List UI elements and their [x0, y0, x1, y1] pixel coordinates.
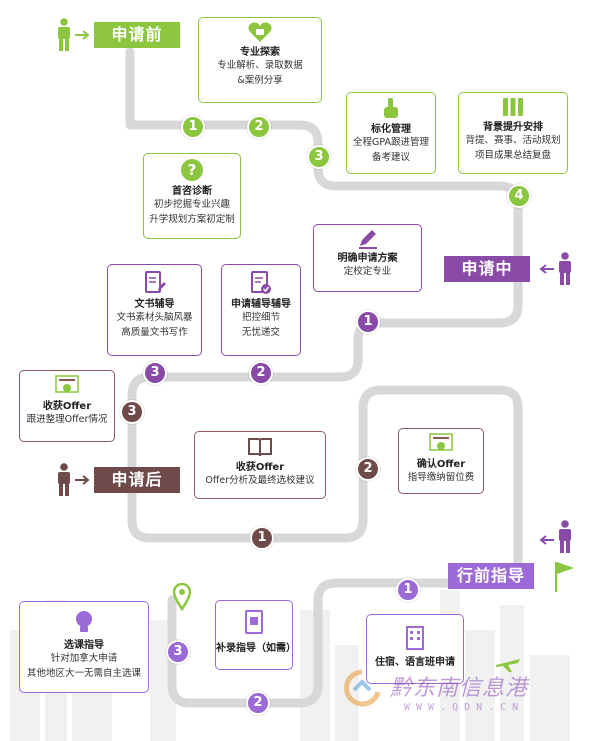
card-course-selection: 选课指导 针对加拿大申请 其他地区大一无需自主选课	[19, 601, 149, 693]
card-line: 文书素材头脑风暴	[116, 312, 193, 323]
heart-bag-icon	[248, 22, 272, 42]
card-background-enhancement: 背景提升安排 背提、赛事、活动规划 项目成果总结复盘	[458, 92, 568, 174]
step-badge-during-1: 1	[356, 310, 380, 334]
step-badge-after-3: 3	[120, 400, 144, 424]
step-badge-before-1: 1	[181, 115, 205, 139]
step-badge-during-3: 3	[143, 361, 167, 385]
watermark-logo	[344, 669, 381, 707]
card-line: 跟进整理Offer情况	[26, 414, 108, 425]
form-icon	[245, 610, 263, 634]
person-icon	[58, 18, 70, 51]
card-standardized-tests: 标化管理 全程GPA跟进管理 备考建议	[346, 92, 436, 174]
arrow-left-icon	[539, 264, 554, 274]
card-line: 初步挖掘专业兴趣	[153, 199, 230, 210]
step-badge-predeparture-3: 3	[166, 640, 190, 664]
card-line: 专业解析、录取数据	[217, 60, 303, 71]
card-line: 高质量文书写作	[121, 327, 188, 338]
card-essay-guidance: 文书辅导 文书素材头脑风暴 高质量文书写作	[107, 264, 202, 356]
stage-label-predeparture: 行前指导	[448, 563, 534, 589]
flag-icon	[555, 562, 574, 592]
card-title: 选课指导	[64, 640, 104, 651]
card-title: 确认Offer	[416, 459, 466, 470]
card-application-plan: 明确申请方案 定校定专业	[313, 224, 422, 292]
pen-icon	[358, 230, 377, 249]
building-icon	[406, 626, 424, 650]
card-receive-offer-analysis: 收获Offer Offer分析及最终选校建议	[194, 431, 326, 499]
document-pen-icon	[144, 271, 166, 293]
card-receive-offer-followup: 收获Offer 跟进整理Offer情况	[19, 370, 115, 442]
card-line: 项目成果总结复盘	[474, 150, 551, 161]
person-icon	[559, 252, 571, 285]
arrow-left-icon	[539, 535, 554, 545]
card-line: 针对加拿大申请	[50, 653, 118, 664]
card-line: 指导缴纳留位费	[407, 472, 475, 483]
card-title: 明确申请方案	[337, 253, 398, 264]
binders-icon	[503, 98, 523, 116]
step-badge-predeparture-1: 1	[396, 578, 420, 602]
card-initial-consultation: ? 首咨诊断 初步挖掘专业兴趣 升学规划方案初定制	[143, 153, 241, 239]
arrow-right-icon	[75, 475, 90, 485]
card-confirm-offer: 确认Offer 指导缴纳留位费	[398, 428, 484, 494]
card-title: 补录指导（如需）	[216, 643, 296, 654]
step-badge-during-2: 2	[249, 361, 273, 385]
card-line: 其他地区大一无需自主选课	[26, 668, 141, 679]
person-icon	[58, 463, 70, 496]
checklist-icon	[251, 271, 271, 294]
bulb-icon	[76, 611, 92, 632]
certificate-icon	[429, 433, 453, 451]
card-line: 无忧递交	[241, 327, 280, 338]
step-badge-after-1: 1	[250, 526, 274, 550]
card-application-guidance: 申请辅导辅导 把控细节 无忧递交	[221, 264, 301, 356]
card-accommodation-language: 住宿、语言班申请	[366, 614, 464, 684]
step-badge-before-2: 2	[247, 115, 271, 139]
card-title: 专业探索	[240, 47, 280, 58]
arrow-right-icon	[75, 30, 90, 40]
watermark-text: 黔东南信息港	[390, 676, 529, 701]
card-supplementary-admission: 补录指导（如需）	[215, 600, 296, 670]
card-line: 把控细节	[241, 312, 280, 323]
stage-label-after: 申请后	[94, 467, 180, 493]
step-badge-before-4: 4	[507, 184, 531, 208]
card-title: 收获Offer	[235, 462, 285, 473]
card-line: 定校定专业	[343, 266, 392, 277]
card-specialty-exploration: 专业探索 专业解析、录取数据 &案例分享	[198, 17, 322, 103]
svg-text:?: ?	[188, 161, 197, 179]
card-title: 住宿、语言班申请	[375, 657, 455, 668]
location-pin-icon	[172, 583, 192, 611]
step-badge-after-2: 2	[356, 457, 380, 481]
watermark-url: WWW.QDN.CN	[404, 702, 525, 713]
card-line: 背提、赛事、活动规划	[465, 135, 561, 146]
card-line: Offer分析及最终选校建议	[205, 475, 315, 486]
card-line: &案例分享	[237, 75, 283, 86]
card-line: 升学规划方案初定制	[149, 214, 235, 225]
step-badge-predeparture-2: 2	[246, 691, 270, 715]
airplane-icon	[496, 659, 520, 672]
certificate-icon	[55, 375, 79, 393]
book-icon	[248, 438, 272, 457]
question-icon: ?	[181, 159, 203, 181]
card-title: 收获Offer	[42, 401, 92, 412]
stage-label-before: 申请前	[94, 22, 180, 48]
stage-label-during: 申请中	[444, 256, 530, 282]
card-title: 背景提升安排	[483, 122, 543, 133]
card-title: 首咨诊断	[172, 186, 212, 197]
card-title: 标化管理	[371, 124, 411, 135]
hand-pointer-icon	[384, 98, 398, 118]
card-line: 全程GPA跟进管理	[353, 137, 429, 148]
card-line: 备考建议	[371, 152, 410, 163]
card-title: 文书辅导	[134, 299, 175, 310]
card-title: 申请辅导辅导	[231, 299, 291, 310]
person-icon	[559, 520, 571, 553]
step-badge-before-3: 3	[307, 145, 331, 169]
